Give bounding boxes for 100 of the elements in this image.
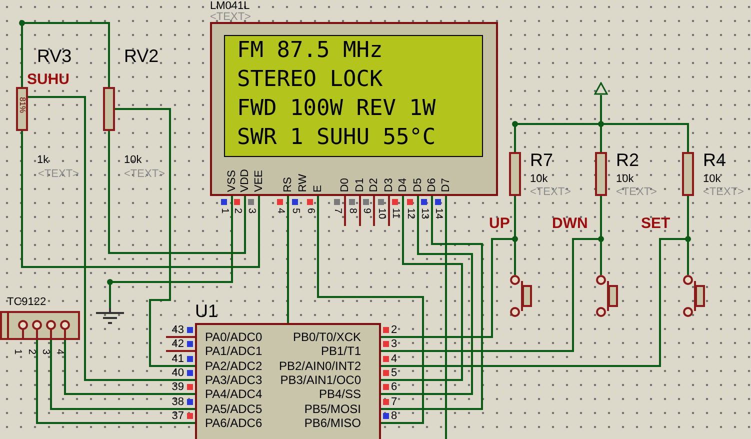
wire [381,196,483,410]
pin-name: VDD [239,168,251,192]
pin-number: 5 [290,208,301,214]
wire [21,131,260,268]
pin-name: D4 [397,178,409,192]
ground-symbol [95,308,125,326]
pin-number: 41 [170,353,184,365]
pin-name: D0 [339,178,351,192]
part-label: RV3 [37,46,72,66]
wire [28,96,195,381]
lcd-module [210,22,498,196]
resistor [595,152,607,196]
wire [381,196,473,395]
pin-name: RW [297,174,309,192]
pin-number: 10 [376,208,387,220]
pin-name: PB0/T0/XCK [292,330,361,344]
resistor [509,152,521,196]
pin-number: 6 [391,381,398,393]
pin-name: PA2/ADC2 [205,359,262,373]
pin-number: 39 [170,381,184,393]
part-label: R2 [616,150,640,170]
wire [108,131,246,254]
pin-name: PB5/MOSI [304,402,361,416]
part-label: TC9122 [7,296,46,308]
part-label: R4 [703,150,726,170]
pin-number: 4 [391,353,398,365]
pin-name: E [312,184,324,192]
part-label: R7 [530,150,554,170]
pin-number: 2 [391,324,398,336]
placeholder-text: <TEXT> [210,11,251,23]
potentiometer [103,87,115,131]
pin-name: D2 [368,178,380,192]
net-label: DWN [552,216,588,232]
pin-name: D5 [412,178,424,192]
lcd-screen [224,35,483,157]
pin-name: PA6/ADC6 [205,416,262,430]
placeholder-text: <TEXT> [616,186,657,198]
part-label: RV2 [124,46,159,66]
wire [109,196,233,308]
value-label: 81% [17,97,27,114]
pin-name: RS [282,176,294,192]
value-label: 10k [124,154,142,166]
wire [64,340,195,395]
pin-number: 43 [170,324,184,336]
pin-header-connector [0,311,80,340]
pin-number: 14 [433,208,444,220]
pin-number: 37 [170,410,184,422]
pin-number: 9 [361,208,372,214]
pin-number: 38 [170,396,184,408]
pin-number: 1 [219,208,230,214]
display-line: FWD 100W REV 1W [237,95,436,123]
pin-name: PB1/T1 [320,344,361,358]
placeholder-text: <TEXT> [703,186,744,198]
wire [317,196,424,424]
pin-name: PA3/ADC3 [205,373,262,387]
pin-number: 4 [275,208,286,214]
pin-number: 42 [170,338,184,350]
pin-name: D7 [440,178,452,192]
pin-number: 4 [54,349,65,355]
pin-number: 3 [40,349,51,355]
pin-number: 8 [347,208,358,214]
pin-name: VEE [253,170,265,192]
wire [21,22,110,87]
potentiometer [16,87,28,131]
pin-name: D3 [383,178,395,192]
value-label: 10k [703,173,721,185]
power-terminal [594,82,608,95]
display-line: FM 87.5 MHz [237,37,383,65]
value-label: 10k [616,173,634,185]
resistor [682,152,694,196]
pin-number: 2 [232,208,243,214]
display-line: STEREO LOCK [237,66,383,94]
wire [115,108,195,367]
pin-number: 6 [305,208,316,214]
placeholder-text: <TEXT> [38,168,79,180]
pin-number: 40 [170,367,184,379]
pin-name: PB6/MISO [304,416,361,430]
pin-name: D1 [354,178,366,192]
pin-name: PA0/ADC0 [205,330,262,344]
value-label: 1k [37,154,49,166]
pin-number: 3 [246,208,257,214]
wire [381,196,463,381]
pin-name: VSS [226,170,238,192]
wire [50,340,195,410]
microcontroller-chip [195,323,381,439]
placeholder-text: <TEXT> [124,168,165,180]
wire [445,196,447,439]
part-label: U1 [195,301,218,321]
pin-name: PB4/SS [318,387,361,401]
pin-number: 1 [12,349,23,355]
pin-number: 7 [391,396,398,408]
pin-number: 11 [390,208,401,218]
net-label: SUHU [27,72,70,88]
value-label: 10k [530,173,548,185]
net-label: SET [641,216,670,232]
part-label: LM041L [210,0,250,12]
net-label: UP [489,216,510,232]
pin-name: PA1/ADC1 [205,344,262,358]
pin-name: PB2/AIN0/INT2 [278,359,361,373]
pin-number: 2 [26,349,37,355]
